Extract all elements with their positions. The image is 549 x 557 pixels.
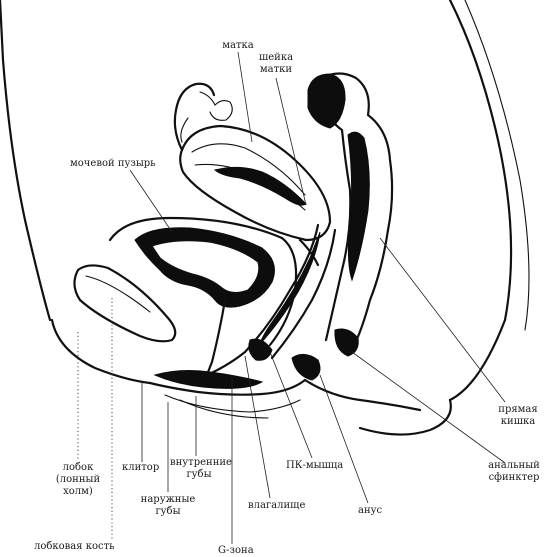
leader-anal-sphincter	[351, 351, 506, 464]
rectum	[291, 72, 394, 381]
leader-vagina	[244, 355, 271, 499]
label-anal-sphincter: анальный сфинктер	[488, 460, 540, 483]
label-vagina: влагалище	[248, 500, 306, 511]
uterus	[179, 124, 332, 267]
label-rectum: прямая кишка	[498, 404, 538, 427]
leader-cervix	[275, 77, 307, 206]
label-clitoris: клитор	[122, 462, 160, 473]
leader-bladder	[129, 169, 173, 233]
leader-anus	[319, 374, 369, 504]
label-pubic-bone: лобковая кость	[34, 541, 115, 552]
pubic-bone	[73, 264, 177, 343]
label-bladder: мочевой пузырь	[70, 158, 156, 169]
body-outline	[0, 0, 530, 436]
label-cervix: шейка матки	[258, 52, 294, 75]
label-mons: лобок (лонный холм)	[55, 462, 101, 497]
external-genitalia	[148, 370, 422, 419]
label-uterus: матка	[222, 40, 254, 51]
label-pc-muscle: ПК-мышца	[286, 460, 344, 471]
leader-pc-muscle	[269, 351, 313, 459]
leader-lines	[77, 51, 506, 544]
leader-uterus	[237, 51, 253, 143]
fallopian-tube	[173, 82, 233, 152]
label-anus: анус	[358, 505, 383, 516]
label-labia-minora: внутренние губы	[170, 457, 232, 480]
label-g-spot: G-зона	[218, 545, 254, 556]
leader-rectum	[379, 237, 506, 403]
vagina	[198, 223, 337, 380]
label-labia-majora: наружные губы	[140, 494, 196, 517]
